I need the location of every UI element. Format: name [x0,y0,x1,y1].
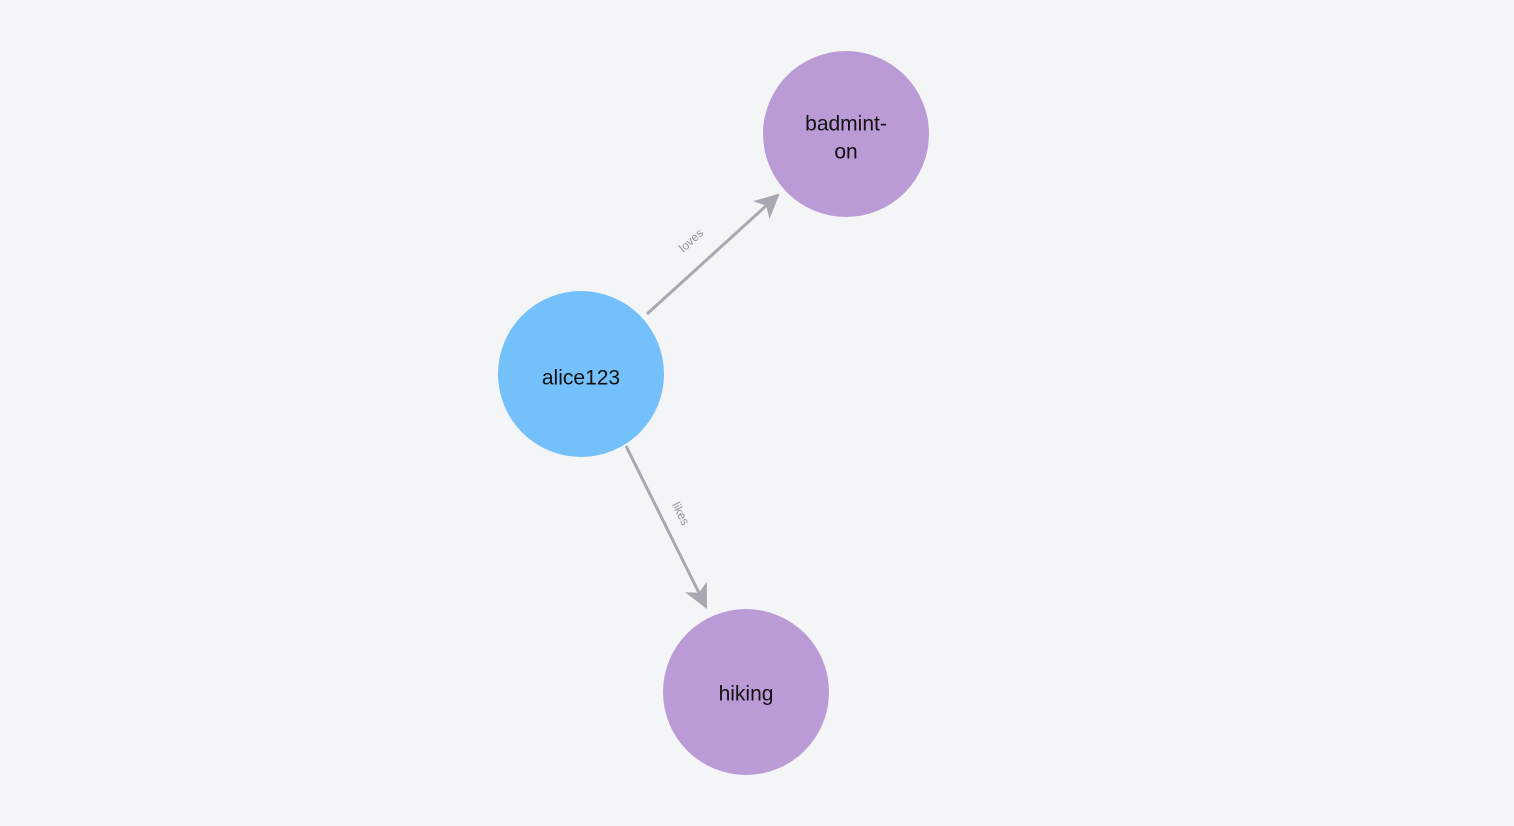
edge-line-loves[interactable] [645,193,780,316]
edge-label-likes: likes [669,500,692,528]
node-alice123-circle[interactable] [498,291,664,457]
node-hiking[interactable]: hiking [663,609,829,775]
node-hiking-circle[interactable] [663,609,829,775]
node-badminton-circle[interactable] [763,51,929,217]
node-badminton[interactable]: badmint- on [763,51,929,217]
edge-alice123-loves-badminton[interactable]: loves [645,193,780,316]
node-alice123[interactable]: alice123 [498,291,664,457]
edge-label-loves: loves [676,226,706,255]
nodes-layer: badmint- on alice123 hiking [498,51,929,775]
edge-alice123-likes-hiking[interactable]: likes [624,445,708,610]
edge-line-likes[interactable] [624,445,708,610]
